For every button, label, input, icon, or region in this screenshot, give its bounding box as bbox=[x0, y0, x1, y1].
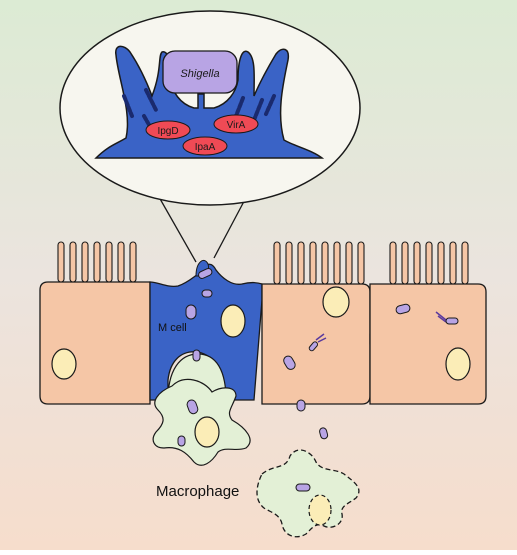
actin-filament-icon bbox=[252, 98, 264, 122]
actin-filaments bbox=[122, 88, 276, 132]
nucleus-icon bbox=[51, 348, 77, 380]
bacterium-icon bbox=[177, 435, 186, 447]
nucleus-icon bbox=[445, 347, 471, 381]
actin-filament-icon bbox=[264, 94, 276, 116]
nucleus-icon bbox=[220, 304, 246, 338]
bacterium-icon bbox=[308, 341, 318, 352]
bacterium-icon bbox=[185, 304, 197, 320]
bacterium-icon bbox=[445, 317, 459, 325]
nucleus-icon bbox=[322, 286, 350, 318]
effector-ipgd-label: IpgD bbox=[157, 126, 178, 137]
bacterium-icon bbox=[395, 303, 411, 315]
actin-filament-icon bbox=[144, 88, 158, 112]
bacterium-icon bbox=[295, 483, 311, 492]
actin-tail bbox=[308, 333, 327, 352]
zoom-line-left bbox=[154, 189, 197, 263]
bacterium-icon bbox=[162, 50, 238, 94]
effector-vira-label: VirA bbox=[227, 120, 246, 131]
bacterium-icon bbox=[186, 399, 199, 415]
enterocyte-right bbox=[369, 241, 487, 405]
effector-vira bbox=[213, 114, 259, 134]
nucleus-icon bbox=[194, 416, 220, 448]
shigella-label: Shigella bbox=[180, 68, 219, 80]
actin-filament-icon bbox=[122, 94, 134, 118]
enterocyte-body bbox=[369, 283, 487, 405]
nucleus-icon bbox=[308, 494, 332, 526]
macrophage-icon bbox=[152, 378, 251, 466]
enterocyte-body bbox=[39, 281, 151, 405]
bacterium-icon bbox=[192, 349, 201, 362]
effector-ipgd bbox=[145, 120, 191, 140]
microvilli bbox=[389, 241, 469, 285]
effector-ipaa bbox=[182, 136, 228, 156]
bacterium-icon bbox=[319, 427, 329, 440]
actin-tail bbox=[435, 311, 459, 325]
microvilli bbox=[57, 241, 137, 283]
bacterium-icon bbox=[201, 289, 213, 298]
dying-macrophage bbox=[256, 427, 360, 538]
macrophage-label: Macrophage bbox=[156, 483, 239, 500]
bacterium-icon bbox=[198, 267, 213, 279]
bacterium-icon bbox=[296, 399, 306, 412]
microvilli bbox=[273, 241, 365, 285]
actin-filament-icon bbox=[234, 96, 245, 118]
m-cell-label: M cell bbox=[158, 322, 187, 334]
zoom-inset: Shigella IpgD VirA IpaA bbox=[59, 10, 361, 206]
effector-ipaa-label: IpaA bbox=[195, 142, 216, 153]
enterocyte-left bbox=[39, 241, 151, 405]
bacterium-icon bbox=[283, 355, 296, 370]
